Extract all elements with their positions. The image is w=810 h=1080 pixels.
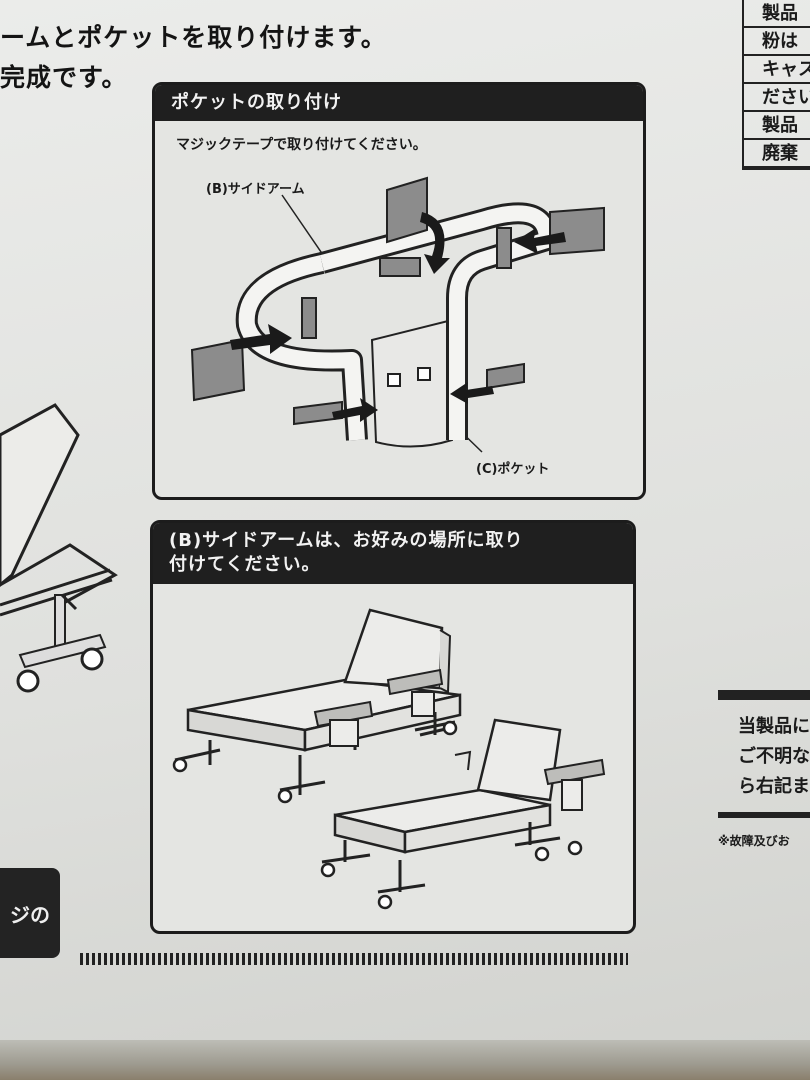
right-notice-top-rule [718,690,810,700]
table-row: 製品 [744,0,810,28]
side-arm-label: (B)サイドアーム [206,182,305,197]
left-bed-illustration [0,403,118,693]
right-notice-line1: 当製品に [738,716,810,737]
heading-line-1: ームとポケットを取り付けます。 [0,23,387,52]
right-notice-line2: ご不明な [738,746,810,767]
side-arm-pocket-diagram [190,176,605,453]
right-notice-bottom-rule [718,812,810,818]
table-row: キャス [744,56,810,84]
side-arm-panel-title: (B)サイドアームは、お好みの場所に取り 付けてください。 [153,523,633,584]
velcro-instruction: マジックテープで取り付けてください。 [176,137,427,153]
heading-line-2: 完成です。 [0,63,128,92]
right-edge-table: 製品 粉は キャス ださい 製品 廃棄 [742,0,810,170]
table-row: 廃棄 [744,140,810,168]
desk-surface [0,1040,810,1080]
pocket-panel-title: ポケットの取り付け [155,85,643,122]
two-beds-illustration [172,608,606,910]
right-notice-line3: ら右記ま [738,776,810,797]
right-footnote: ※故障及びお [718,834,790,848]
left-section-tab: ジの [0,868,60,958]
side-arm-panel-title-line1: (B)サイドアームは、お好みの場所に取り [169,530,524,551]
table-row: 製品 [744,112,810,140]
dashed-divider [80,953,628,965]
table-row: 粉は [744,28,810,56]
pocket-label: (C)ポケット [476,462,550,477]
side-arm-panel-title-line2: 付けてください。 [169,554,321,576]
left-section-tab-text: ジの [10,902,50,927]
table-row: ださい [744,84,810,112]
